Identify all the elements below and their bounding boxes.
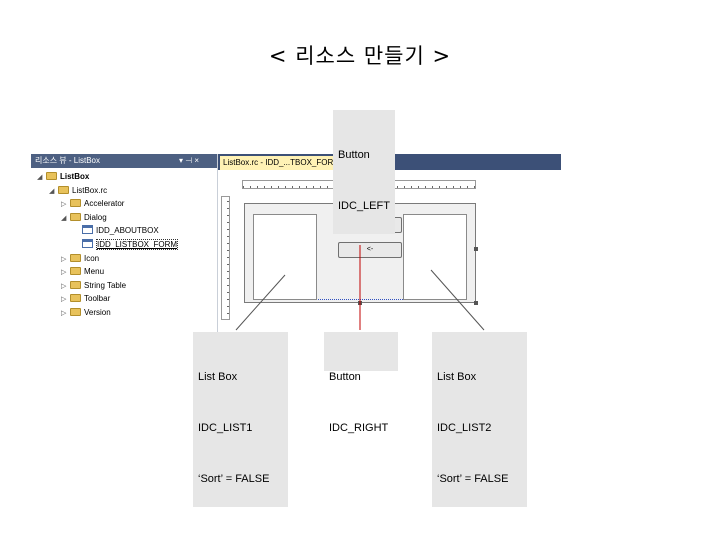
expand-arrow-icon[interactable]: ▷ [61,310,67,317]
callout-line: IDC_LIST1 [198,422,253,434]
tree-item[interactable]: ▷ String Table [61,279,126,292]
expand-arrow-icon[interactable]: ▷ [61,255,67,263]
folder-icon [70,253,81,262]
tree-item[interactable]: ▷ Toolbar [61,292,110,305]
tree-item[interactable]: ◢ ListBox [37,170,89,183]
listbox-idc-list1[interactable] [253,214,317,300]
tree-item[interactable]: ▷ Version [61,306,111,319]
callout-line: Button [329,371,361,383]
arrow-idc-list2 [430,269,485,331]
callout-line: Button [338,149,370,161]
tree-item-label: Dialog [84,212,107,222]
callout-line: IDC_LIST2 [437,422,492,434]
listbox-idc-list2[interactable] [403,214,467,300]
callout-idc-right: Button IDC_RIGHT [324,332,398,434]
tree-item-label: IDD_LISTBOX_FORM [96,239,179,250]
dialog-resource-icon [82,225,93,235]
resource-view-title: 리소스 뷰 - ListBox [35,156,101,165]
resize-handle-right[interactable] [474,247,478,251]
tree-item[interactable]: ▷ Icon [61,252,99,265]
vertical-ruler[interactable] [221,196,230,320]
expand-arrow-icon[interactable]: ▷ [61,296,67,304]
tree-item-label: Accelerator [84,199,125,209]
expand-arrow-icon[interactable]: ◢ [61,214,67,222]
folder-icon [70,199,81,208]
tree-item-label: IDD_ABOUTBOX [96,226,159,236]
dialog-resource-icon [82,239,93,248]
expand-arrow-icon[interactable]: ▷ [61,269,67,277]
folder-icon [70,294,81,303]
folder-icon [70,212,81,221]
expand-arrow-icon[interactable]: ▷ [61,282,67,290]
tree-item[interactable]: IDD_ABOUTBOX [73,224,159,237]
callout-idc-list2: List Box IDC_LIST2 ‘Sort’ = FALSE [432,332,527,507]
callout-line: IDC_RIGHT [329,422,389,434]
tree-item[interactable]: ◢ ListBox.rc [49,184,107,197]
callout-line: List Box [437,371,477,383]
dialog-editor: ListBox.rc - IDD_...TBOX_FORM - Dialog ×… [218,154,561,344]
expand-arrow-icon[interactable]: ▷ [61,201,67,209]
resource-view-panel: 리소스 뷰 - ListBox ▾ ⊣ × ◢ ListBox ◢ ListBox.r… [31,154,218,344]
expand-arrow-icon[interactable]: ◢ [49,187,55,195]
tree-item-label: Version [84,308,111,317]
folder-icon [70,308,81,316]
button-idc-right[interactable]: <- [338,242,402,258]
arrow-idc-list1 [235,274,286,331]
tree-item[interactable]: IDD_LISTBOX_FORM [73,238,179,251]
ide-screenshot: 리소스 뷰 - ListBox ▾ ⊣ × ◢ ListBox ◢ ListBox.r… [31,154,561,344]
folder-icon [46,172,57,180]
resource-view-header: 리소스 뷰 - ListBox ▾ ⊣ × [31,154,217,168]
resize-handle-corner[interactable] [474,301,478,305]
tree-item-label: ListBox [60,172,90,181]
tree-item-label: Menu [84,267,105,277]
callout-idc-left: Button IDC_LEFT [333,110,395,234]
callout-line: IDC_LEFT [338,200,390,212]
tree-item-label: Icon [84,253,100,263]
tree-item-label: ListBox.rc [72,185,108,195]
callout-line: ‘Sort’ = FALSE [437,473,509,485]
tab-label: ListBox.rc - IDD_...TBOX_FORM - Dialog [223,158,370,167]
tree-item-label: Toolbar [84,294,111,304]
tree-item[interactable]: ◢ Dialog [61,211,107,224]
panel-controls[interactable]: ▾ ⊣ × [179,156,200,165]
slide-title: < 리소스 만들기 > [268,44,452,68]
folder-icon [70,267,81,276]
folder-icon [70,280,81,289]
callout-line: List Box [198,371,238,383]
folder-icon [58,185,69,194]
callout-line: ‘Sort’ = FALSE [198,473,270,485]
tree-item[interactable]: ▷ Accelerator [61,197,124,210]
tree-item[interactable]: ▷ Menu [61,265,104,278]
callout-idc-list1: List Box IDC_LIST1 ‘Sort’ = FALSE [193,332,288,507]
tree-item-label: String Table [84,280,127,290]
expand-arrow-icon[interactable]: ◢ [37,174,43,181]
